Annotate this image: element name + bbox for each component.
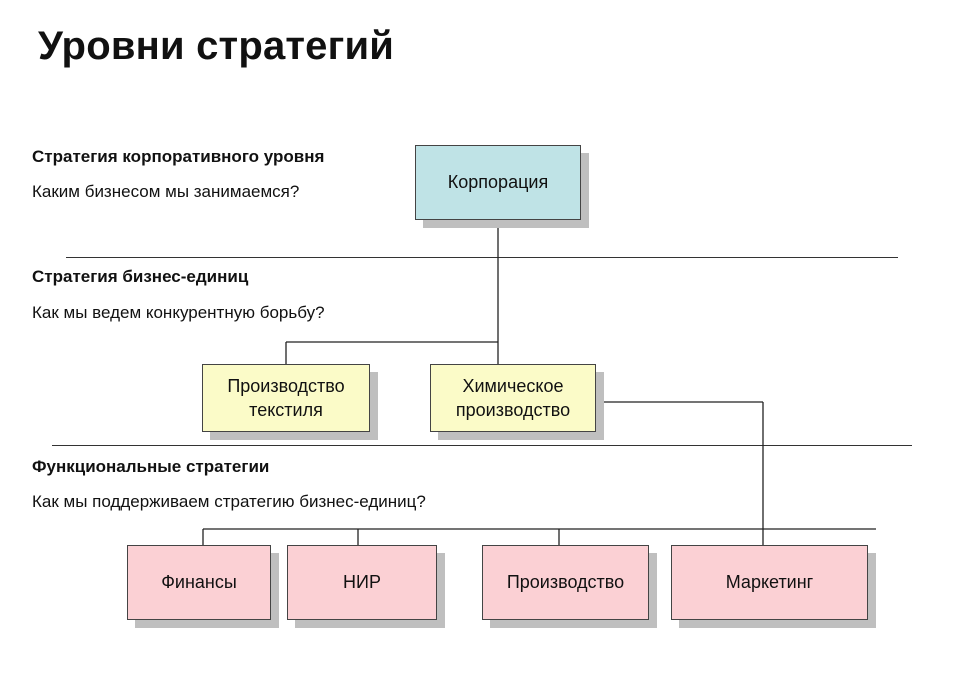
node-production: Производство (482, 545, 649, 620)
node-marketing: Маркетинг (671, 545, 868, 620)
node-marketing-label: Маркетинг (725, 572, 814, 593)
node-corporation-label: Корпорация (447, 172, 549, 193)
page-title: Уровни стратегий (38, 24, 395, 68)
node-textile-label: Производство текстиля (227, 375, 345, 420)
section-heading-functional: Функциональные стратегии (32, 457, 270, 476)
section-question-business-unit: Как мы ведем конкурентную борьбу? (32, 303, 325, 322)
node-corporation: Корпорация (415, 145, 581, 220)
level-divider-1 (66, 257, 898, 258)
node-rnd: НИР (287, 545, 437, 620)
section-question-functional: Как мы поддерживаем стратегию бизнес-еди… (32, 492, 426, 511)
section-heading-business-unit: Стратегия бизнес-единиц (32, 267, 249, 286)
section-heading-corporate: Стратегия корпоративного уровня (32, 147, 325, 166)
node-production-label: Производство (506, 572, 625, 593)
section-question-corporate: Каким бизнесом мы занимаемся? (32, 182, 300, 201)
node-chemical-label: Химическое производство (455, 375, 571, 420)
node-textile-production: Производство текстиля (202, 364, 370, 432)
node-chemical-production: Химическое производство (430, 364, 596, 432)
node-rnd-label: НИР (343, 572, 381, 593)
node-finance-label: Финансы (161, 572, 237, 593)
node-finance: Финансы (127, 545, 271, 620)
level-divider-2 (52, 445, 912, 446)
